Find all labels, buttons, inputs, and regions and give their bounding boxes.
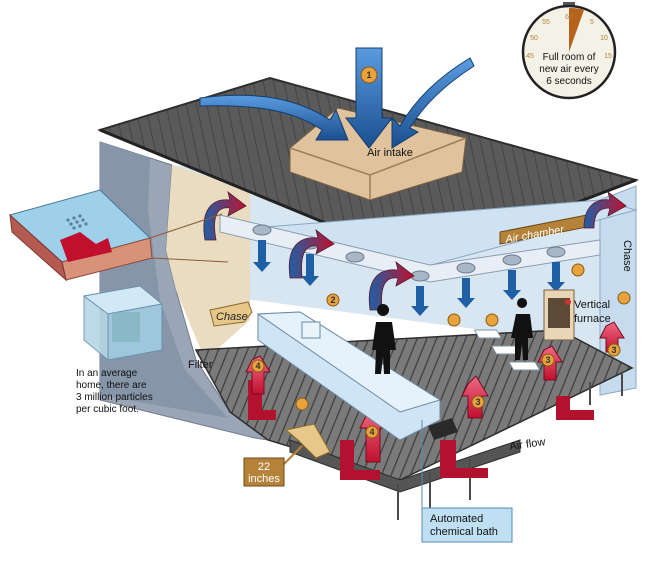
inches-callout: 22 inches	[243, 423, 331, 487]
svg-text:3: 3	[611, 345, 616, 355]
svg-text:45: 45	[526, 53, 534, 60]
chase-right-label: Chase	[621, 240, 633, 272]
svg-text:3 million particles: 3 million particles	[76, 392, 153, 403]
svg-text:In an average: In an average	[76, 368, 138, 379]
svg-text:4: 4	[255, 361, 260, 371]
svg-text:60: 60	[565, 14, 573, 21]
air-flow-label: Air flow	[509, 436, 546, 453]
svg-text:3: 3	[475, 397, 480, 407]
svg-text:per cubic foot.: per cubic foot.	[76, 404, 139, 415]
air-intake-label: Air intake	[367, 147, 413, 159]
svg-text:10: 10	[600, 35, 608, 42]
particle-cube	[82, 285, 164, 361]
vertical-furnace-label-line2: furnace	[574, 313, 611, 325]
svg-text:50: 50	[530, 35, 538, 42]
subfloor-grating	[289, 439, 521, 493]
stopwatch: 60 5 10 55 50 45 15 Full room of new air…	[521, 2, 617, 100]
svg-text:new air every: new air every	[539, 64, 598, 75]
step-marker-1: 1	[366, 70, 371, 80]
worker-figures	[372, 298, 533, 374]
svg-text:55: 55	[542, 19, 550, 26]
svg-text:3: 3	[545, 355, 550, 365]
svg-text:chemical bath: chemical bath	[430, 526, 498, 538]
support-pillars	[397, 372, 623, 520]
svg-text:2: 2	[330, 295, 335, 305]
svg-text:6 seconds: 6 seconds	[546, 76, 592, 87]
chase-left-label: Chase	[216, 311, 248, 323]
svg-text:Full room of: Full room of	[543, 52, 596, 63]
step-markers: 2 3 3 3 4 4	[251, 263, 631, 439]
filter-slab-inset	[8, 189, 229, 282]
svg-text:home, there are: home, there are	[76, 380, 147, 391]
svg-text:Automated: Automated	[430, 513, 483, 525]
chemical-bath-station	[256, 311, 541, 441]
chase-left-tag: Chase	[209, 301, 253, 327]
intake-arrows: 1	[199, 47, 475, 149]
svg-text:4: 4	[369, 427, 374, 437]
chem-bath-callout: Automated chemical bath	[421, 420, 513, 543]
inches-unit: inches	[248, 473, 280, 485]
svg-text:5: 5	[590, 19, 594, 26]
recirculation-arrows	[203, 190, 627, 311]
vertical-furnace	[543, 289, 575, 341]
particles-note: In an average home, there are 3 million …	[76, 368, 153, 415]
svg-text:15: 15	[604, 53, 612, 60]
vertical-furnace-label-line1: Vertical	[574, 299, 610, 311]
inches-value: 22	[258, 461, 270, 473]
filter-label: Filter	[188, 359, 213, 371]
